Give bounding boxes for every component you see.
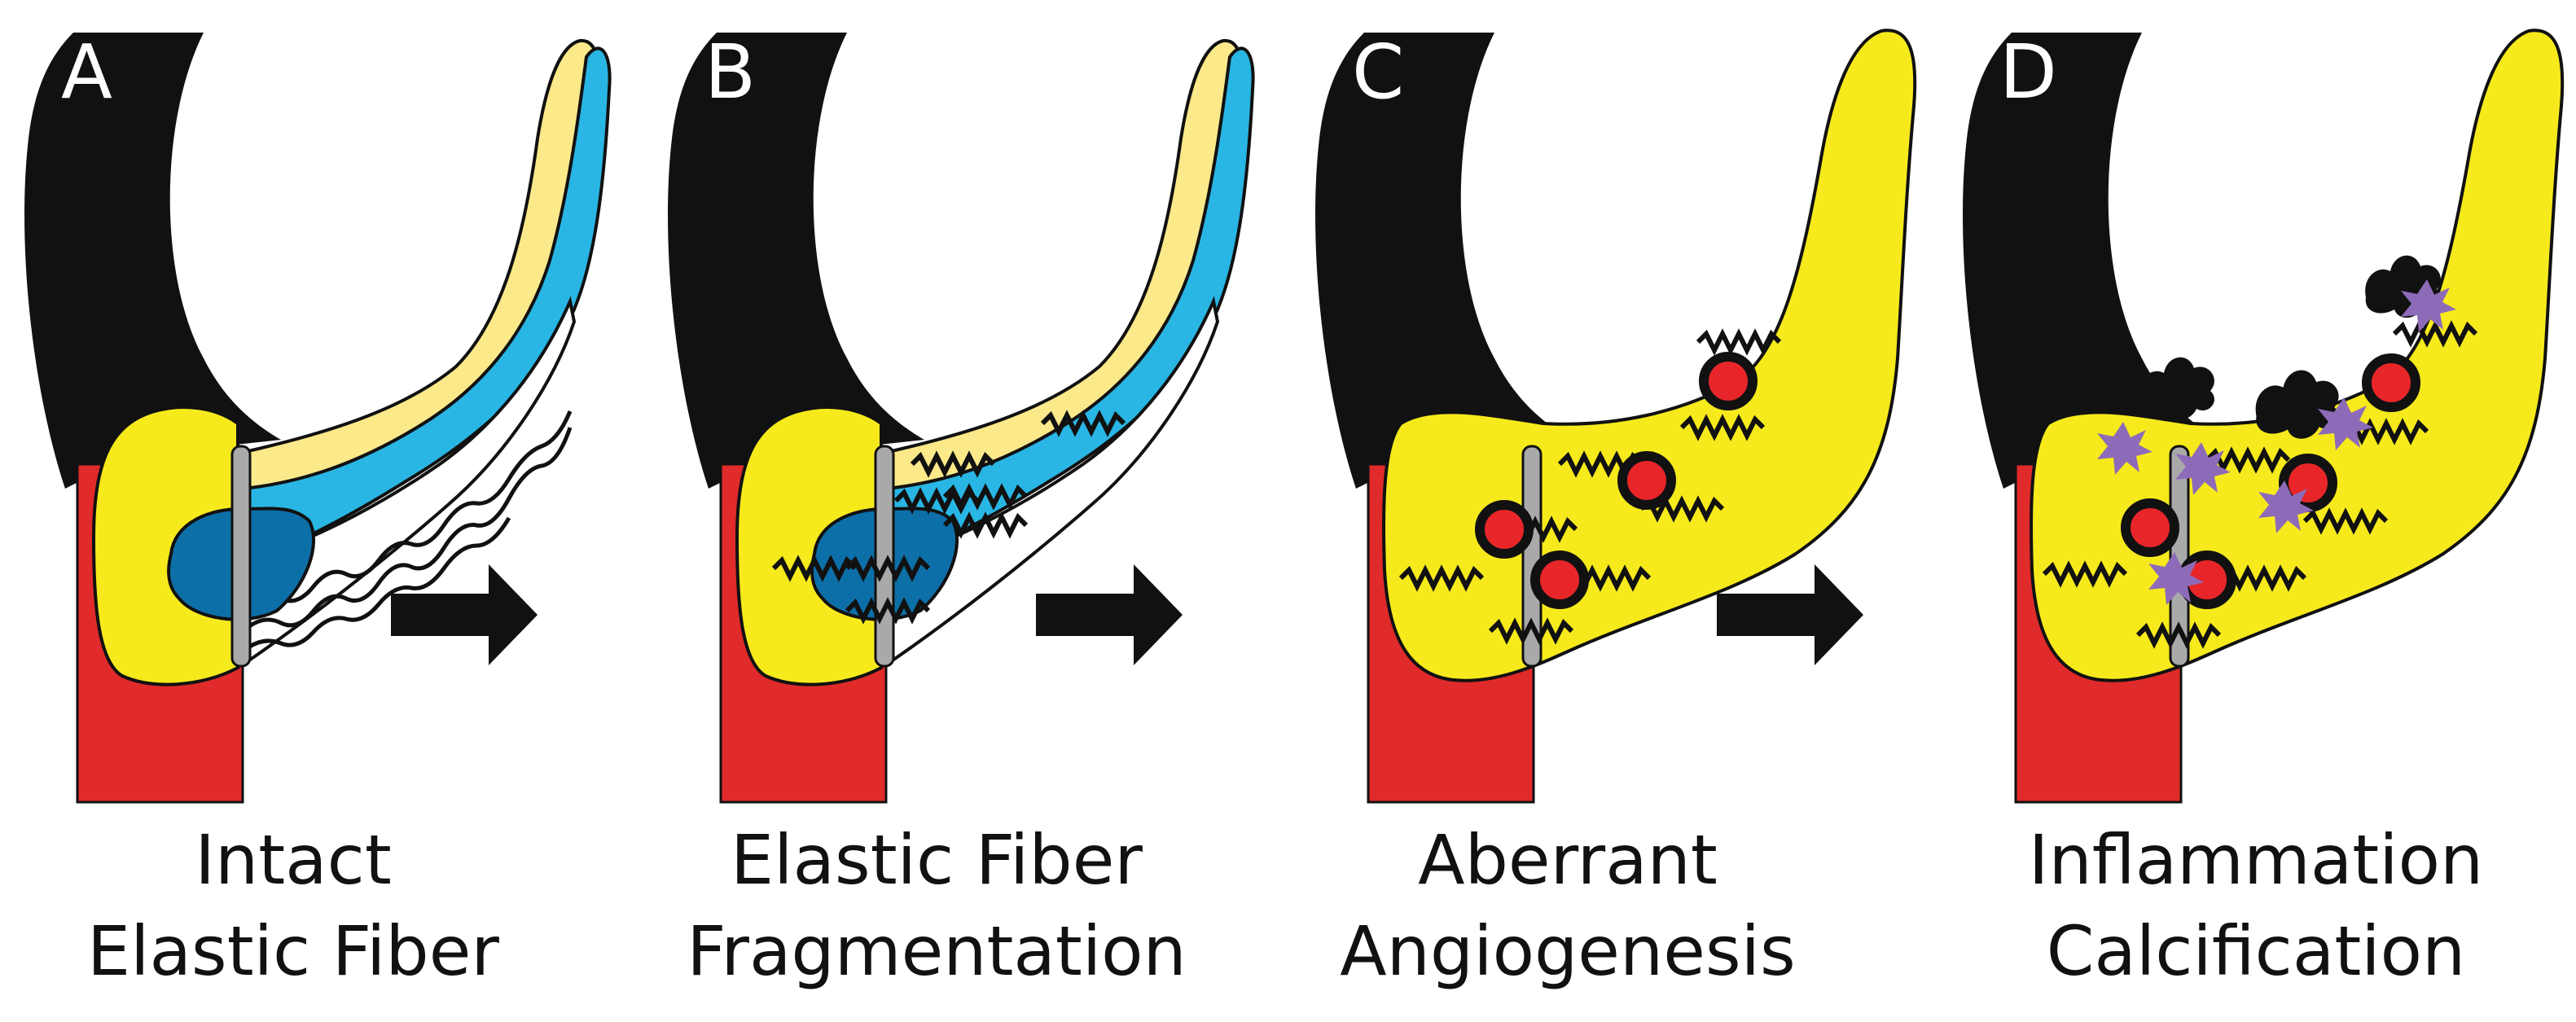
annulus-hinge [874, 445, 895, 668]
right-arrow-icon [391, 564, 538, 665]
vessel-cross-section-icon [2121, 498, 2179, 557]
intact-elastic-fibers [247, 410, 573, 650]
panel-a: A [24, 29, 612, 804]
caption-panel-d: Inflammation Calcification [1971, 814, 2541, 997]
annulus-hinge [1521, 445, 1543, 668]
calcium-nodule-icon [2139, 357, 2214, 420]
caption-line: Intact [195, 820, 392, 900]
panel-letter-a: A [61, 29, 112, 116]
panel-letter-d: D [1999, 29, 2057, 116]
caption-line: Aberrant [1418, 820, 1718, 900]
leaflet-fibrosa-layer [243, 38, 600, 491]
annulus-hinge [230, 445, 252, 668]
panel-d: D [1963, 29, 2565, 804]
annulus-hinge [2169, 445, 2190, 668]
caption-line: Fragmentation [687, 911, 1187, 991]
caption-line: Inflammation [2028, 820, 2484, 900]
neovessels [1475, 352, 1758, 609]
caption-panel-c: Aberrant Angiogenesis [1283, 814, 1853, 997]
leaflet-ventricularis-layer [886, 296, 1220, 667]
vessel-cross-section-icon [1699, 352, 1758, 410]
neovessels [2121, 353, 2420, 609]
vessel-cross-section-icon [1617, 451, 1676, 510]
panel-c: C [1315, 29, 1917, 804]
caption-line: Elastic Fiber [731, 820, 1143, 900]
caption-line: Elastic Fiber [87, 911, 499, 991]
caption-panel-a: Intact Elastic Fiber [8, 814, 578, 997]
vessel-cross-section-icon [1530, 550, 1589, 609]
vessel-cross-section-icon [1475, 500, 1534, 559]
panel-letter-c: C [1352, 29, 1404, 116]
vessel-cross-section-icon [2362, 353, 2420, 412]
panel-letter-b: B [704, 29, 756, 116]
caption-line: Angiogenesis [1340, 911, 1796, 991]
right-arrow-icon [1036, 564, 1183, 665]
caption-line: Calcification [2046, 911, 2466, 991]
panel-b: B [668, 29, 1255, 804]
caption-panel-b: Elastic Fiber Fragmentation [652, 814, 1222, 997]
